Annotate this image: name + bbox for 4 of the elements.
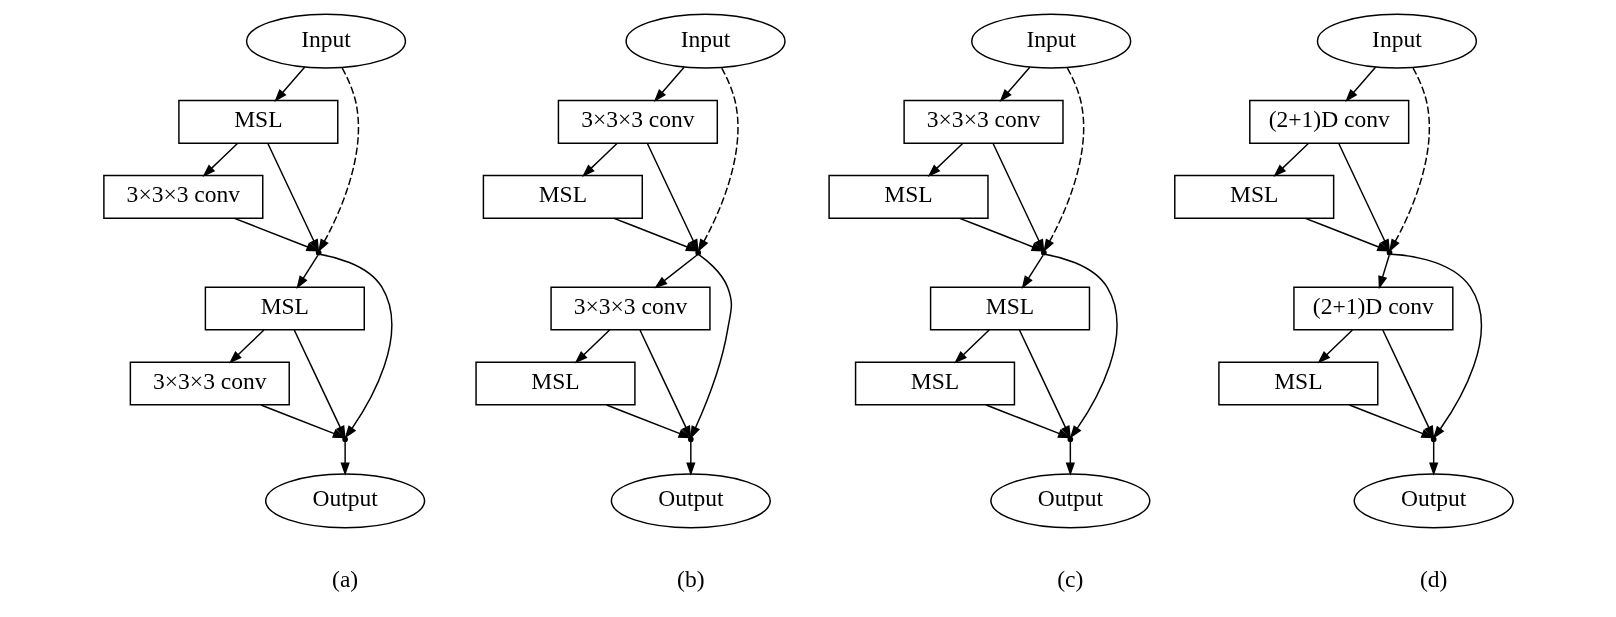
label: (c)	[1056, 566, 1083, 593]
label: (b)	[676, 566, 705, 593]
label: (d)	[1419, 566, 1447, 593]
label: (a)	[331, 566, 358, 593]
